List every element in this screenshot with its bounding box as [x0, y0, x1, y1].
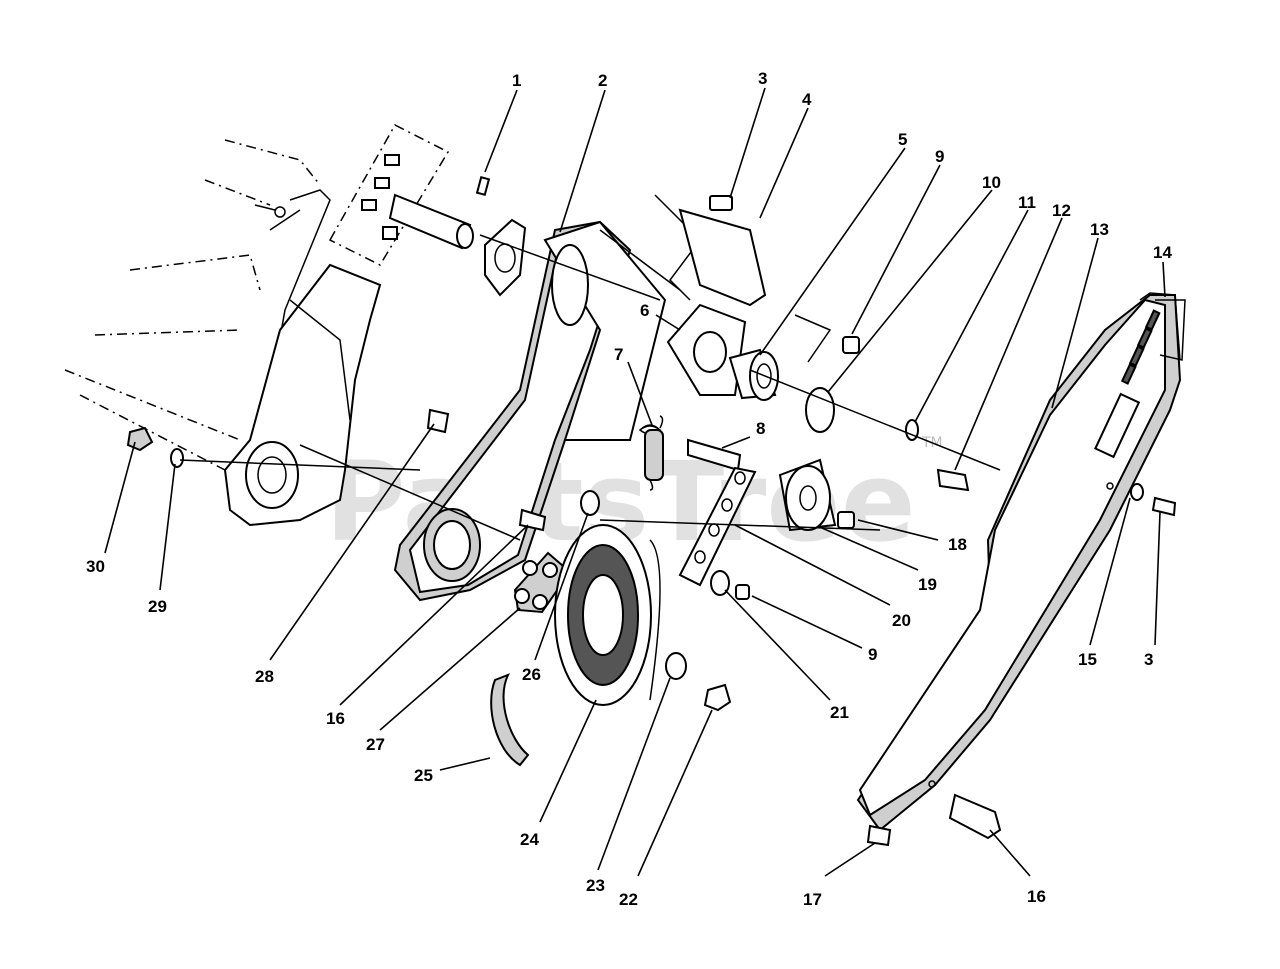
bolt-16-lower — [948, 793, 1002, 840]
callout-5: 5 — [898, 130, 907, 149]
bolt-3-right — [1151, 496, 1177, 517]
washer-10 — [805, 387, 835, 433]
leader-lines — [104, 87, 1166, 877]
nut-18 — [837, 511, 855, 529]
callout-2: 2 — [598, 71, 607, 90]
flange-bracket — [484, 218, 527, 297]
callout-28: 28 — [255, 667, 274, 686]
washer-29 — [170, 448, 184, 468]
callout-25: 25 — [414, 766, 433, 785]
callout-9: 9 — [935, 147, 944, 166]
tiller-frame — [64, 139, 382, 527]
callout-3: 3 — [758, 69, 767, 88]
callout-14: 14 — [1153, 243, 1172, 262]
callout-10: 10 — [982, 173, 1001, 192]
callout-9b: 9 — [868, 645, 877, 664]
callout-30: 30 — [86, 557, 105, 576]
callout-labels: 1 2 3 4 5 9 10 11 12 13 14 6 7 8 18 19 2… — [86, 69, 1172, 909]
callout-19: 19 — [918, 575, 937, 594]
callout-20: 20 — [892, 611, 911, 630]
callout-1: 1 — [512, 71, 521, 90]
callout-3b: 3 — [1144, 650, 1153, 669]
callout-12: 12 — [1052, 201, 1071, 220]
belt-guard — [856, 292, 1182, 832]
callout-26: 26 — [522, 665, 541, 684]
bearing-plate — [666, 303, 747, 396]
input-shaft-assembly — [328, 124, 491, 266]
bushing — [728, 348, 779, 401]
callout-13: 13 — [1090, 220, 1109, 239]
washer-23 — [665, 652, 687, 680]
washer-21 — [710, 570, 730, 596]
washer-26 — [580, 490, 600, 516]
callout-7: 7 — [614, 345, 623, 364]
decal-14 — [1155, 299, 1186, 361]
callout-16b: 16 — [1027, 887, 1046, 906]
washer-11 — [905, 419, 919, 441]
callout-6: 6 — [640, 301, 649, 320]
nut-9-lower — [735, 584, 750, 600]
woodruff-key — [490, 673, 530, 767]
callout-21: 21 — [830, 703, 849, 722]
nut-22 — [703, 683, 732, 712]
callout-8: 8 — [756, 419, 765, 438]
callout-15: 15 — [1078, 650, 1097, 669]
washer-15 — [1130, 483, 1144, 501]
callout-11: 11 — [1018, 193, 1036, 212]
callout-27: 27 — [366, 735, 385, 754]
gear-case-cover — [393, 220, 681, 602]
callout-23: 23 — [586, 876, 605, 895]
callout-24: 24 — [520, 830, 539, 849]
callout-29: 29 — [148, 597, 167, 616]
tension-spring — [638, 415, 664, 491]
callout-22: 22 — [619, 890, 638, 909]
idler-pulley — [778, 458, 837, 532]
bolt-16-upper — [518, 508, 547, 532]
callout-4: 4 — [802, 90, 812, 109]
nut-top — [842, 336, 860, 354]
nut-30 — [126, 426, 154, 452]
bolt-17 — [866, 824, 892, 847]
callout-18: 18 — [948, 535, 967, 554]
callout-17: 17 — [803, 890, 822, 909]
bolt-12 — [936, 468, 970, 492]
callout-16: 16 — [326, 709, 345, 728]
mounting-bracket — [654, 194, 767, 307]
drive-pulley — [554, 524, 661, 706]
